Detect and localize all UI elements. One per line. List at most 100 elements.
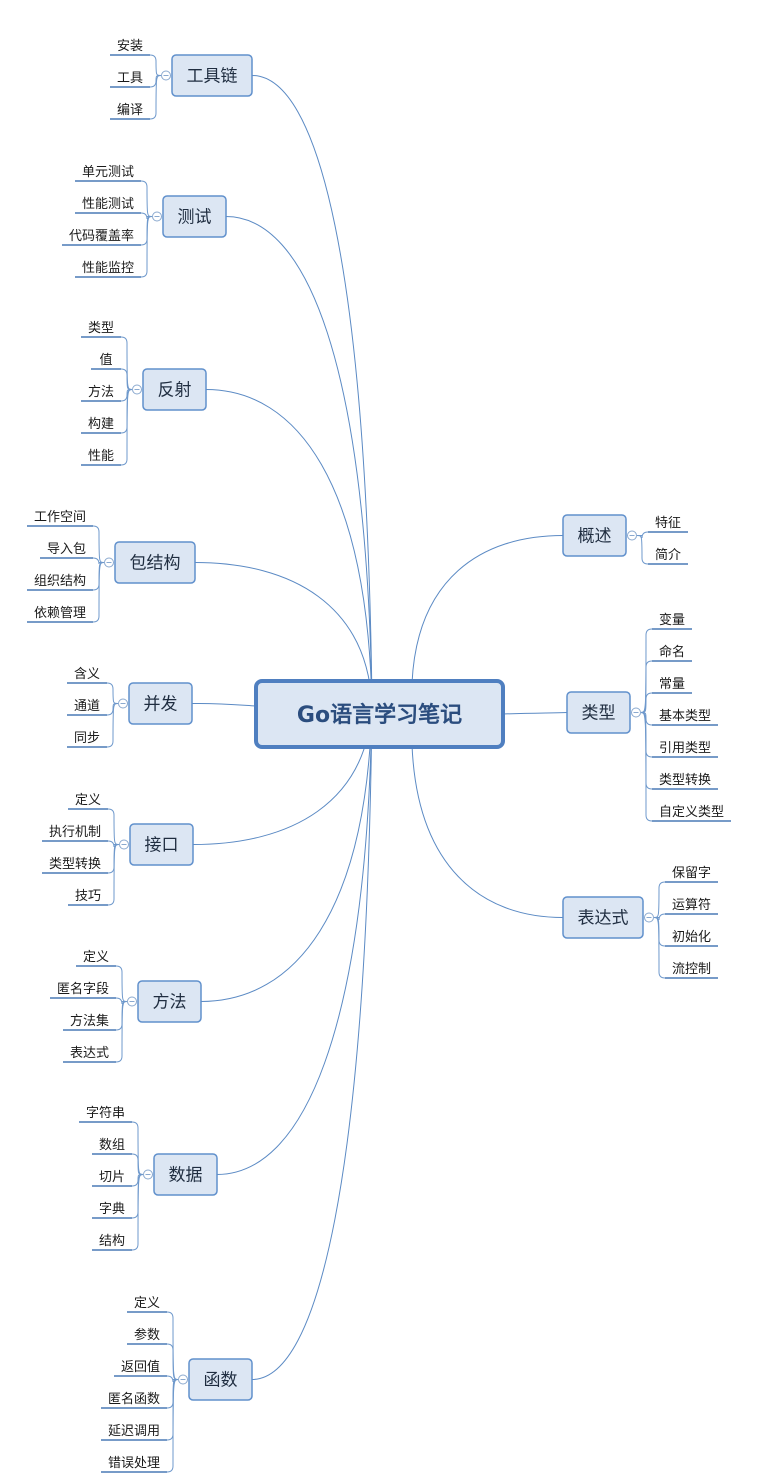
leaf-label: 工具 (117, 71, 143, 86)
collapse-toggle[interactable] (132, 384, 142, 395)
leaf-node[interactable]: 切片 (92, 1170, 132, 1187)
leaf-label: 代码覆盖率 (69, 228, 134, 244)
leaf-node[interactable]: 依赖管理 (27, 606, 93, 623)
leaf-node[interactable]: 执行机制 (42, 825, 108, 842)
collapse-toggle[interactable] (104, 557, 114, 568)
bracket-line (166, 1375, 178, 1383)
leaf-node[interactable]: 表达式 (63, 1046, 116, 1063)
leaf-node[interactable]: 自定义类型 (652, 805, 731, 822)
leaf-node[interactable]: 工具 (110, 71, 150, 88)
leaf-node[interactable]: 含义 (67, 666, 107, 684)
leaf-node[interactable]: 变量 (652, 612, 692, 630)
leaf-node[interactable]: 性能测试 (75, 197, 141, 214)
root-node[interactable]: Go语言学习笔记 (254, 679, 505, 749)
leaf-node[interactable]: 命名 (652, 644, 692, 662)
collapse-toggle[interactable] (627, 530, 637, 541)
collapse-toggle[interactable] (178, 1374, 188, 1385)
leaf-node[interactable]: 值 (91, 352, 121, 370)
leaf-node[interactable]: 数组 (92, 1138, 132, 1155)
leaf-node[interactable]: 代码覆盖率 (62, 228, 141, 246)
collapse-toggle[interactable] (631, 707, 641, 718)
bracket-line (92, 525, 105, 563)
leaf-node[interactable]: 匿名函数 (101, 1391, 167, 1409)
connector-toolchain (251, 75, 373, 706)
leaf-node[interactable]: 延迟调用 (101, 1424, 167, 1441)
bracket-line (140, 212, 153, 220)
collapse-toggle[interactable] (143, 1169, 153, 1180)
collapse-toggle[interactable] (161, 70, 171, 81)
bracket-line (106, 703, 119, 748)
leaf-node[interactable]: 通道 (67, 699, 107, 716)
bracket-line (115, 1001, 128, 1031)
collapse-toggle[interactable] (127, 996, 137, 1007)
branch-box (171, 54, 253, 97)
leaf-node[interactable]: 引用类型 (652, 741, 718, 758)
collapse-toggle[interactable] (118, 698, 128, 709)
leaf-node[interactable]: 导入包 (40, 542, 93, 559)
leaf-node[interactable]: 方法集 (63, 1013, 116, 1031)
collapse-toggle[interactable] (152, 211, 162, 222)
leaf-node[interactable]: 常量 (652, 677, 692, 694)
leaf-node[interactable]: 工作空间 (27, 510, 93, 527)
leaf-node[interactable]: 单元测试 (75, 165, 141, 182)
leaf-node[interactable]: 类型 (81, 321, 121, 338)
leaf-label: 错误处理 (108, 1456, 160, 1471)
leaf-node[interactable]: 字典 (92, 1202, 132, 1219)
branch-label: 类型 (582, 704, 616, 724)
leaf-node[interactable]: 匿名字段 (50, 981, 116, 999)
bracket-line (637, 531, 649, 539)
leaf-node[interactable]: 类型转换 (652, 773, 718, 790)
connector-concurrency (191, 702, 257, 707)
bracket-line (166, 1379, 179, 1409)
leaf-node[interactable]: 定义 (68, 793, 108, 810)
leaf-node[interactable]: 简介 (648, 547, 688, 565)
leaf-label: 参数 (134, 1327, 160, 1343)
leaf-node[interactable]: 错误处理 (101, 1456, 167, 1473)
leaf-node[interactable]: 安装 (110, 39, 150, 56)
leaf-node[interactable]: 特征 (648, 516, 688, 533)
leaf-node[interactable]: 字符串 (79, 1105, 132, 1123)
leaf-node[interactable]: 保留字 (665, 866, 718, 883)
leaf-node[interactable]: 类型转换 (42, 857, 108, 874)
leaf-node[interactable]: 返回值 (114, 1359, 167, 1377)
leaf-node[interactable]: 定义 (76, 950, 116, 967)
leaf-node[interactable]: 构建 (81, 417, 121, 434)
leaf-label: 工作空间 (34, 510, 86, 525)
leaf-node[interactable]: 初始化 (665, 930, 718, 947)
leaf-node[interactable]: 参数 (127, 1327, 167, 1345)
branch-label: 方法 (153, 993, 187, 1013)
leaf-node[interactable]: 同步 (67, 731, 107, 748)
leaf-node[interactable]: 性能监控 (75, 261, 141, 278)
bracket-line (107, 808, 120, 845)
leaf-node[interactable]: 基本类型 (652, 709, 718, 726)
leaf-label: 技巧 (75, 889, 101, 904)
leaf-node[interactable]: 运算符 (665, 897, 718, 915)
leaf-node[interactable]: 方法 (81, 384, 121, 402)
branch-label: 并发 (144, 695, 178, 715)
leaf-node[interactable]: 结构 (92, 1234, 132, 1251)
leaf-node[interactable]: 定义 (127, 1296, 167, 1313)
branch-box (129, 823, 194, 866)
leaf-label: 切片 (99, 1170, 125, 1185)
leaf-node[interactable]: 编译 (110, 103, 150, 120)
branch-label: 接口 (145, 836, 179, 856)
leaf-node[interactable]: 组织结构 (27, 574, 93, 591)
leaf-node[interactable]: 流控制 (665, 962, 718, 979)
collapse-toggle[interactable] (119, 839, 129, 850)
leaf-node[interactable]: 性能 (81, 449, 121, 466)
leaf-node[interactable]: 技巧 (68, 889, 108, 906)
leaf-label: 导入包 (47, 542, 86, 557)
collapse-toggle[interactable] (644, 912, 654, 923)
